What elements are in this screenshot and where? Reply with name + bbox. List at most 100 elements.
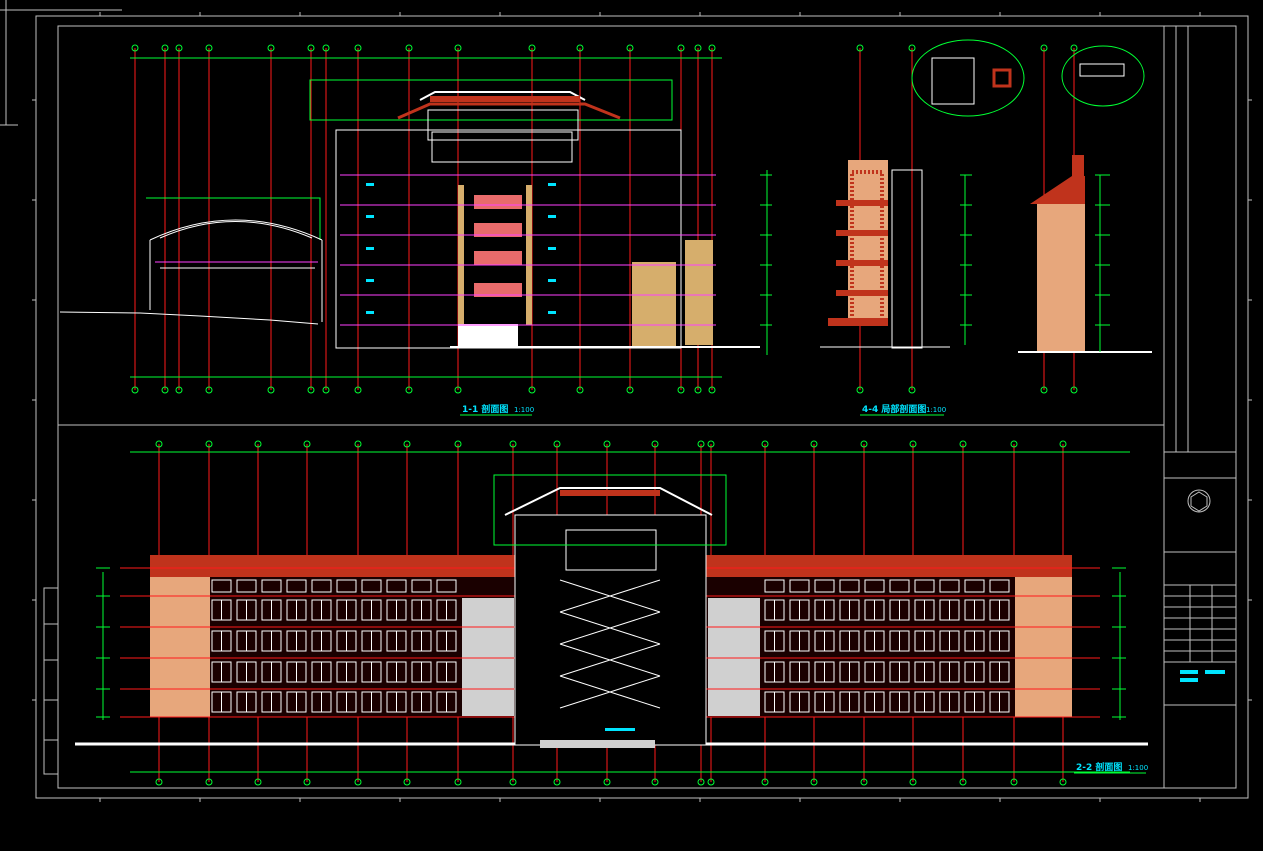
floor-lines-1-1 <box>340 174 1110 326</box>
axis-bubble <box>697 778 705 786</box>
auditorium-section <box>149 219 323 322</box>
window-top <box>286 579 307 593</box>
axis-bubble <box>161 44 169 52</box>
axis-bubble <box>254 440 262 448</box>
left-wing-elevation <box>150 555 515 717</box>
axis-bubble <box>528 44 536 52</box>
window-mark <box>548 183 556 186</box>
axis-bubble <box>707 440 715 448</box>
window-grid-right <box>764 579 1010 713</box>
axis-bubble <box>651 440 659 448</box>
window-top <box>914 579 935 593</box>
axis-bubble <box>697 440 705 448</box>
window-mark <box>548 311 556 314</box>
window-mark <box>366 311 374 314</box>
axis-bubble <box>708 386 716 394</box>
axis-bubble <box>694 386 702 394</box>
window-grid-left <box>211 579 457 713</box>
axis-bubble <box>1040 44 1048 52</box>
axis-bubble <box>959 440 967 448</box>
axis-bubble <box>307 386 315 394</box>
axis-bubble <box>509 440 517 448</box>
section-4-4 <box>820 160 966 349</box>
window-top <box>261 579 282 593</box>
axis-bubble <box>254 778 262 786</box>
window-mark <box>366 183 374 186</box>
window-top <box>386 579 407 593</box>
window-top <box>839 579 860 593</box>
title-text-4-4: 4-4 局部剖面图 <box>862 403 926 415</box>
view-title-4-4: 4-4 局部剖面图 1:100 <box>860 403 946 416</box>
window-mark <box>548 279 556 282</box>
axis-bubble <box>761 778 769 786</box>
axis-bubble <box>708 44 716 52</box>
axis-bubble <box>810 440 818 448</box>
axis-bubble <box>155 778 163 786</box>
axis-bubble <box>403 440 411 448</box>
detail-bubbles <box>911 39 1145 117</box>
axis-bubble <box>908 44 916 52</box>
axis-bubble <box>707 778 715 786</box>
window-top <box>939 579 960 593</box>
axis-bubble <box>576 386 584 394</box>
axis-bubble <box>1070 386 1078 394</box>
axis-bubble <box>909 440 917 448</box>
axis-bubble <box>1040 386 1048 394</box>
axis-bubble <box>860 778 868 786</box>
axis-bubble <box>454 44 462 52</box>
window-top <box>336 579 357 593</box>
axis-bubble <box>528 386 536 394</box>
axis-bubble <box>405 44 413 52</box>
revision-strip <box>43 587 59 775</box>
window-top <box>411 579 432 593</box>
window-mark <box>366 215 374 218</box>
title-text-1-1: 1-1 剖面图 <box>462 403 508 415</box>
axis-bubble <box>603 778 611 786</box>
axis-bubble <box>303 440 311 448</box>
stair-flight <box>608 643 661 677</box>
axis-bubble <box>1059 778 1067 786</box>
title-scale-1-1: 1:100 <box>514 406 534 414</box>
ucs-icon <box>0 0 122 126</box>
axis-bubble <box>454 440 462 448</box>
axis-bubble <box>131 44 139 52</box>
axis-bubble <box>322 386 330 394</box>
axis-bubble <box>761 440 769 448</box>
axis-bubble <box>403 778 411 786</box>
axis-bubble <box>405 386 413 394</box>
axis-bubble <box>694 44 702 52</box>
sheet-frame <box>35 15 1249 799</box>
central-stair-core <box>493 474 727 748</box>
window-top <box>211 579 232 593</box>
axis-bubble <box>603 440 611 448</box>
axis-bubble <box>509 778 517 786</box>
stair-flight <box>608 579 661 613</box>
title-text-2-2: 2-2 剖面图 <box>1076 761 1122 773</box>
axis-bubble <box>1059 440 1067 448</box>
window-top <box>764 579 785 593</box>
window-top <box>864 579 885 593</box>
axis-bubble <box>205 778 213 786</box>
axis-bubble <box>959 778 967 786</box>
axis-bubble <box>354 440 362 448</box>
axis-bubble <box>626 44 634 52</box>
title-block <box>1164 26 1236 706</box>
tower-elevation <box>1018 155 1152 353</box>
axis-bubble <box>205 440 213 448</box>
axis-bubble <box>677 386 685 394</box>
axis-bubble <box>1010 440 1018 448</box>
axis-bubble <box>810 778 818 786</box>
window-top <box>814 579 835 593</box>
window-top <box>236 579 257 593</box>
section-2-2 <box>75 440 1148 786</box>
axis-bubble <box>553 440 561 448</box>
axis-bubble <box>131 386 139 394</box>
window-top <box>964 579 985 593</box>
axis-bubble <box>205 386 213 394</box>
axis-bubble <box>175 386 183 394</box>
window-top <box>311 579 332 593</box>
view-title-2-2: 2-2 剖面图 1:100 <box>1074 761 1148 774</box>
axis-bubble <box>155 440 163 448</box>
axis-bubble <box>354 778 362 786</box>
